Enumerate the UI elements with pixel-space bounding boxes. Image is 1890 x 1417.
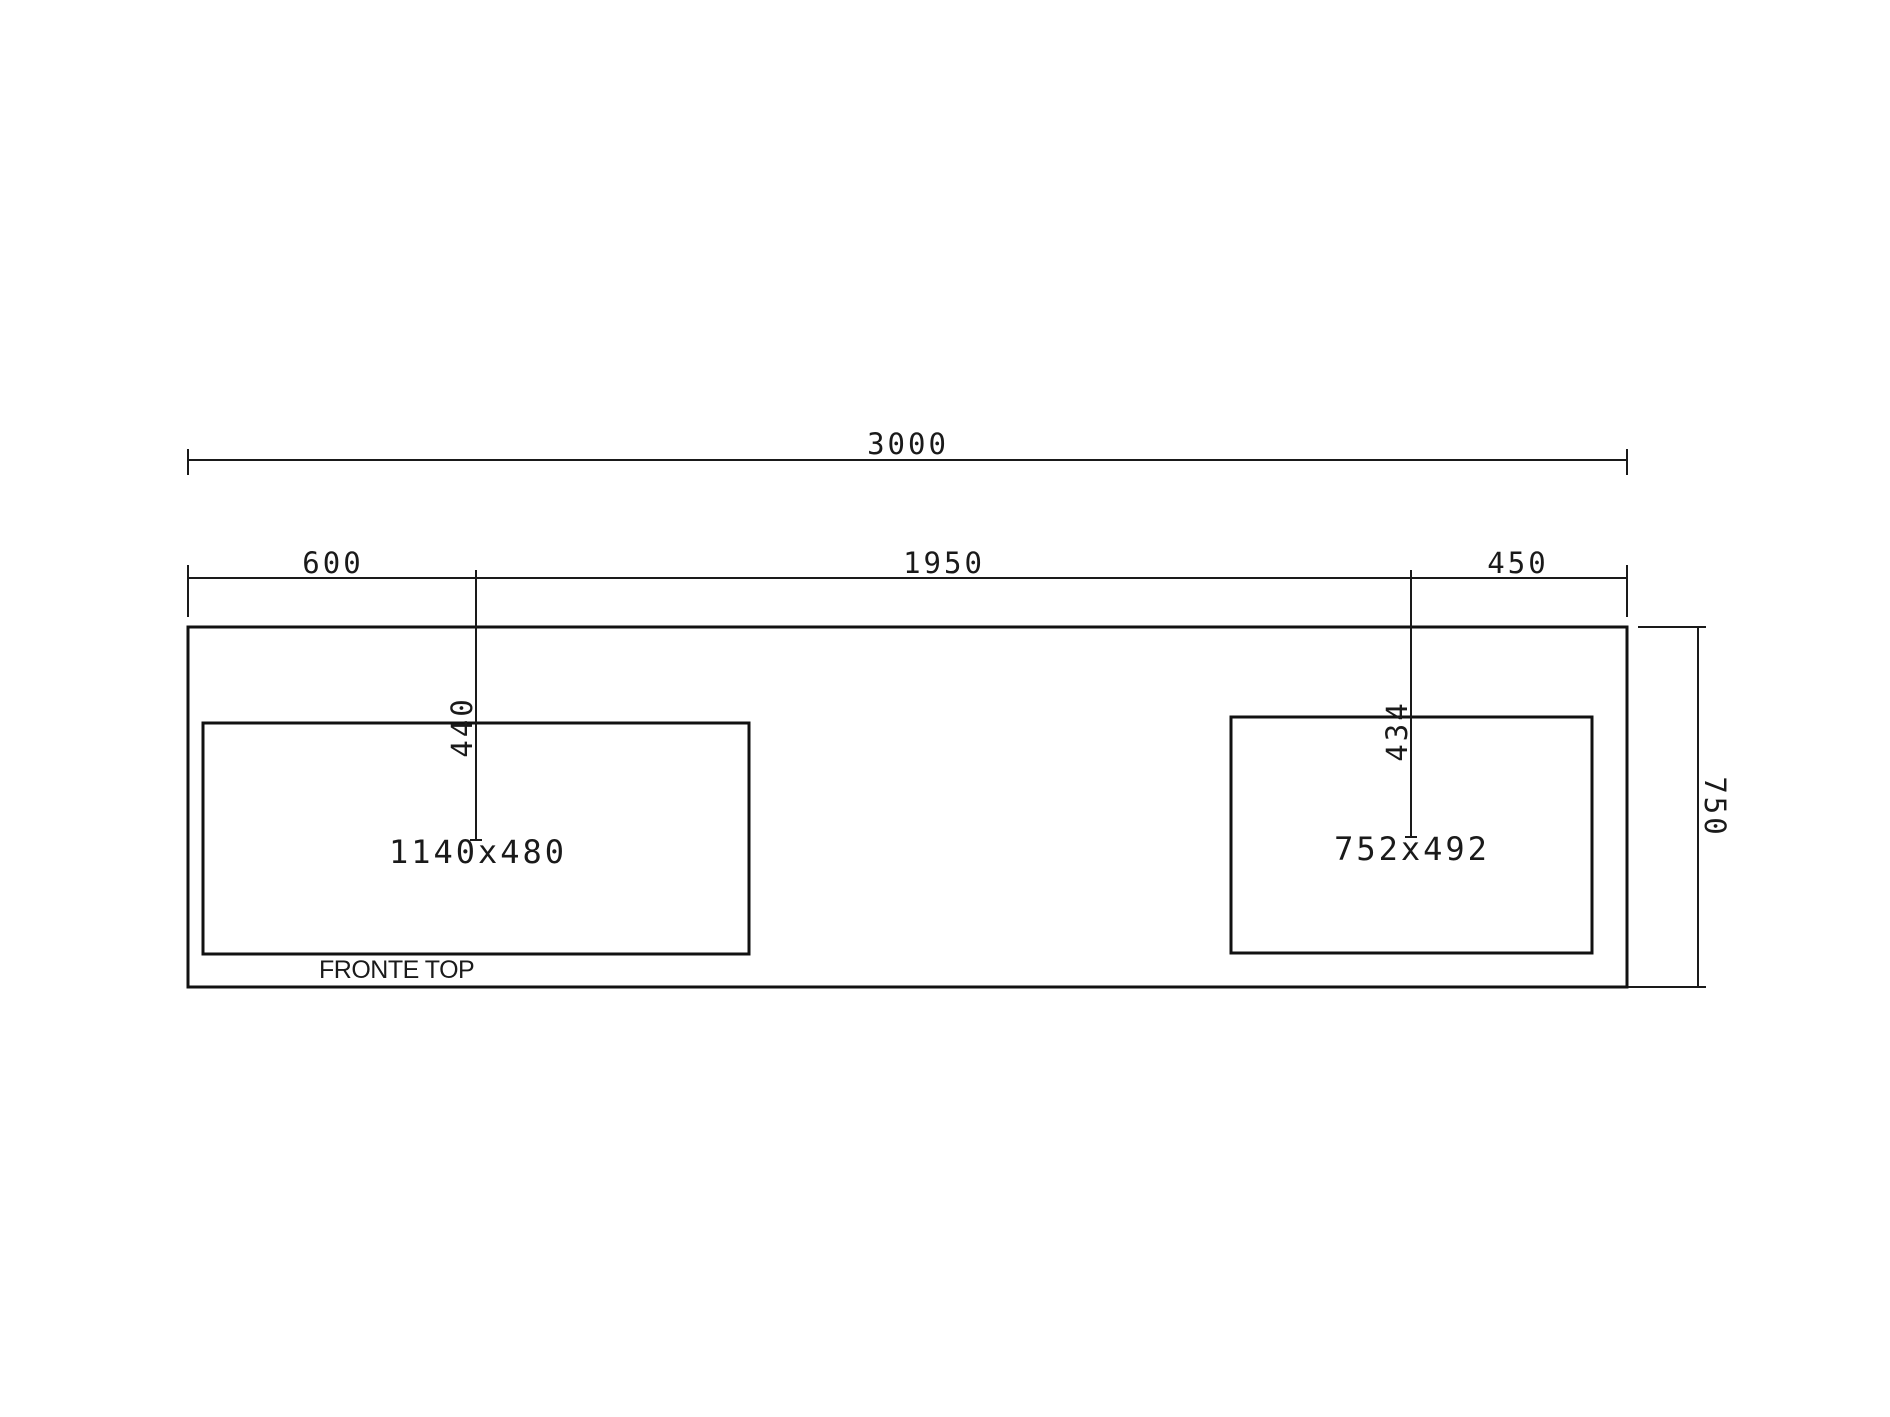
depth-value: 750 [1698, 776, 1732, 837]
left-sink-size: 1140x480 [389, 833, 567, 871]
left-offset-value: 600 [302, 546, 363, 580]
right-sink-size: 752x492 [1334, 830, 1490, 868]
right-offset-value: 450 [1487, 546, 1548, 580]
overall-width-value: 3000 [867, 427, 949, 461]
overall-width-dimension: 3000 [187, 427, 1628, 475]
front-label: FRONTE TOP [319, 956, 474, 984]
center-span-value: 1950 [903, 546, 985, 580]
countertop-outline [186, 625, 1629, 989]
right-sink-depth-value: 434 [1380, 700, 1414, 761]
left-sink: 440 1140x480 [201, 570, 751, 956]
offset-dimensions: 600 1950 450 [187, 546, 1628, 617]
right-sink: 434 752x492 [1229, 570, 1594, 955]
depth-dimension: 750 [1628, 626, 1732, 988]
left-sink-depth-value: 440 [445, 696, 479, 757]
